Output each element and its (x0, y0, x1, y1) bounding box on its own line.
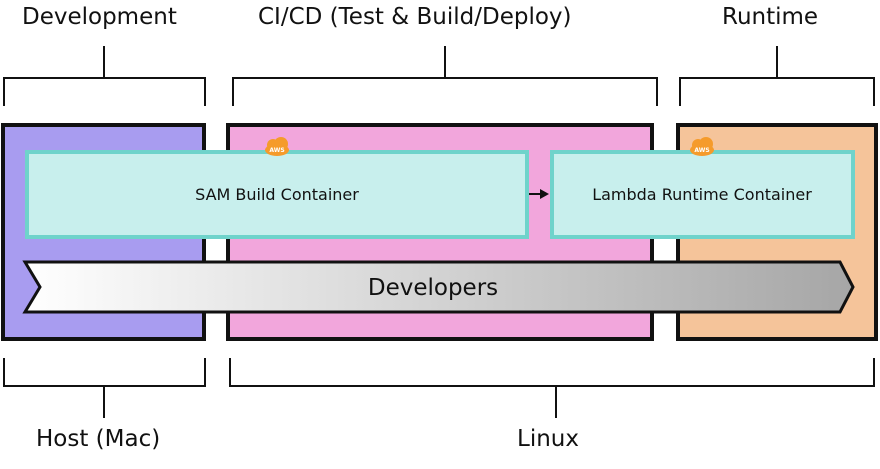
host-mac-bottom-bracket (3, 358, 206, 418)
lambda-runtime-container-label: Lambda Runtime Container (592, 185, 812, 204)
development-phase-label: Development (22, 4, 177, 30)
lambda-runtime-container (550, 150, 855, 239)
linux-bottom-bracket (229, 358, 875, 418)
cicd-top-bracket (232, 46, 658, 106)
runtime-top-bracket (679, 46, 875, 106)
development-top-bracket (3, 46, 206, 106)
aws-cloud-icon: AWS (265, 137, 289, 156)
host-mac-label: Host (Mac) (36, 426, 161, 452)
svg-text:AWS: AWS (269, 147, 284, 154)
developers-band-label: Developers (368, 275, 498, 301)
sam-build-container (25, 150, 529, 239)
aws-cloud-icon: AWS (690, 137, 714, 156)
linux-label: Linux (517, 426, 579, 452)
runtime-phase-label: Runtime (722, 4, 819, 30)
sam-build-container-label: SAM Build Container (195, 185, 359, 204)
svg-text:AWS: AWS (694, 147, 709, 154)
developers-band (22, 260, 855, 314)
container-flow-arrow (529, 189, 549, 199)
cicd-phase-label: CI/CD (Test & Build/Deploy) (258, 4, 572, 30)
